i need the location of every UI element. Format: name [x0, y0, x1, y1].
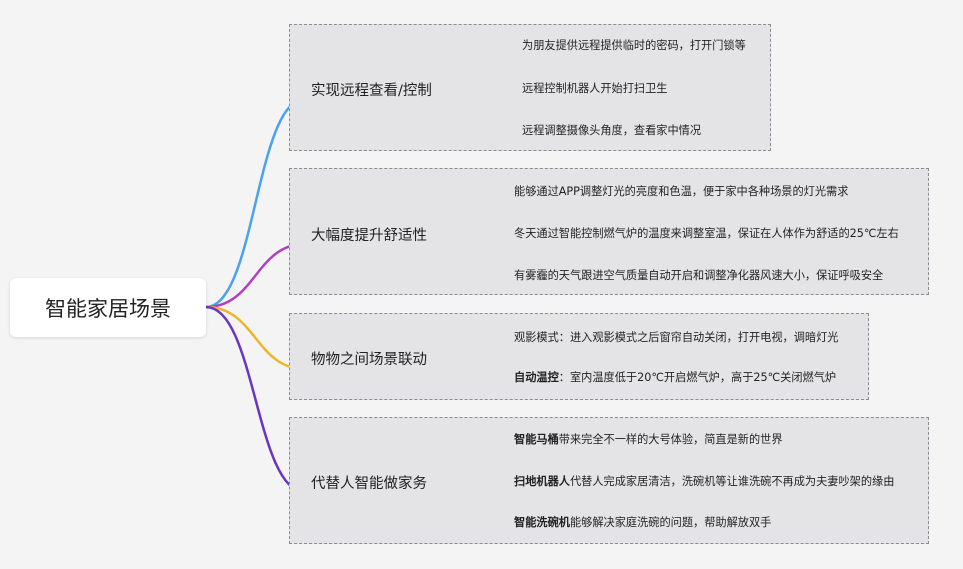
leaf-0-2[interactable]: 远程调整摄像头角度，查看家中情况 — [522, 124, 702, 137]
topic-scene-linkage[interactable]: 物物之间场景联动 — [311, 352, 427, 368]
leaf-3-2[interactable]: 智能洗碗机能够解决家庭洗碗的问题，帮助解放双手 — [514, 516, 772, 529]
topic-comfort[interactable]: 大幅度提升舒适性 — [311, 228, 427, 244]
leaf-1-0[interactable]: 能够通过APP调整灯光的亮度和色温，便于家中各种场景的灯光需求 — [514, 185, 849, 198]
leaf-1-1[interactable]: 冬天通过智能控制燃气炉的温度来调整室温，保证在人体作为舒适的25℃左右 — [514, 227, 899, 240]
leaf-2-1[interactable]: 自动温控：室内温度低于20℃开启燃气炉，高于25℃关闭燃气炉 — [514, 371, 837, 384]
branch-group-2 — [289, 313, 869, 400]
leaf-3-0[interactable]: 智能马桶带来完全不一样的大号体验，简直是新的世界 — [514, 433, 783, 446]
branch-group-1 — [289, 168, 929, 295]
leaf-0-1[interactable]: 远程控制机器人开始打扫卫生 — [522, 82, 668, 95]
topic-housework[interactable]: 代替人智能做家务 — [311, 476, 427, 492]
leaf-3-1[interactable]: 扫地机器人代替人完成家居清洁，洗碗机等让谁洗碗不再成为夫妻吵架的缘由 — [514, 475, 895, 488]
leaf-2-0[interactable]: 观影模式：进入观影模式之后窗帘自动关闭，打开电视，调暗灯光 — [514, 331, 839, 344]
root-node[interactable]: 智能家居场景 — [10, 278, 206, 337]
branch-group-0 — [289, 24, 771, 151]
leaf-0-0[interactable]: 为朋友提供远程提供临时的密码，打开门锁等 — [522, 39, 746, 52]
topic-remote-control[interactable]: 实现远程查看/控制 — [311, 83, 432, 99]
branch-group-3 — [289, 417, 929, 544]
leaf-1-2[interactable]: 有雾霾的天气跟进空气质量自动开启和调整净化器风速大小，保证呼吸安全 — [514, 269, 884, 282]
